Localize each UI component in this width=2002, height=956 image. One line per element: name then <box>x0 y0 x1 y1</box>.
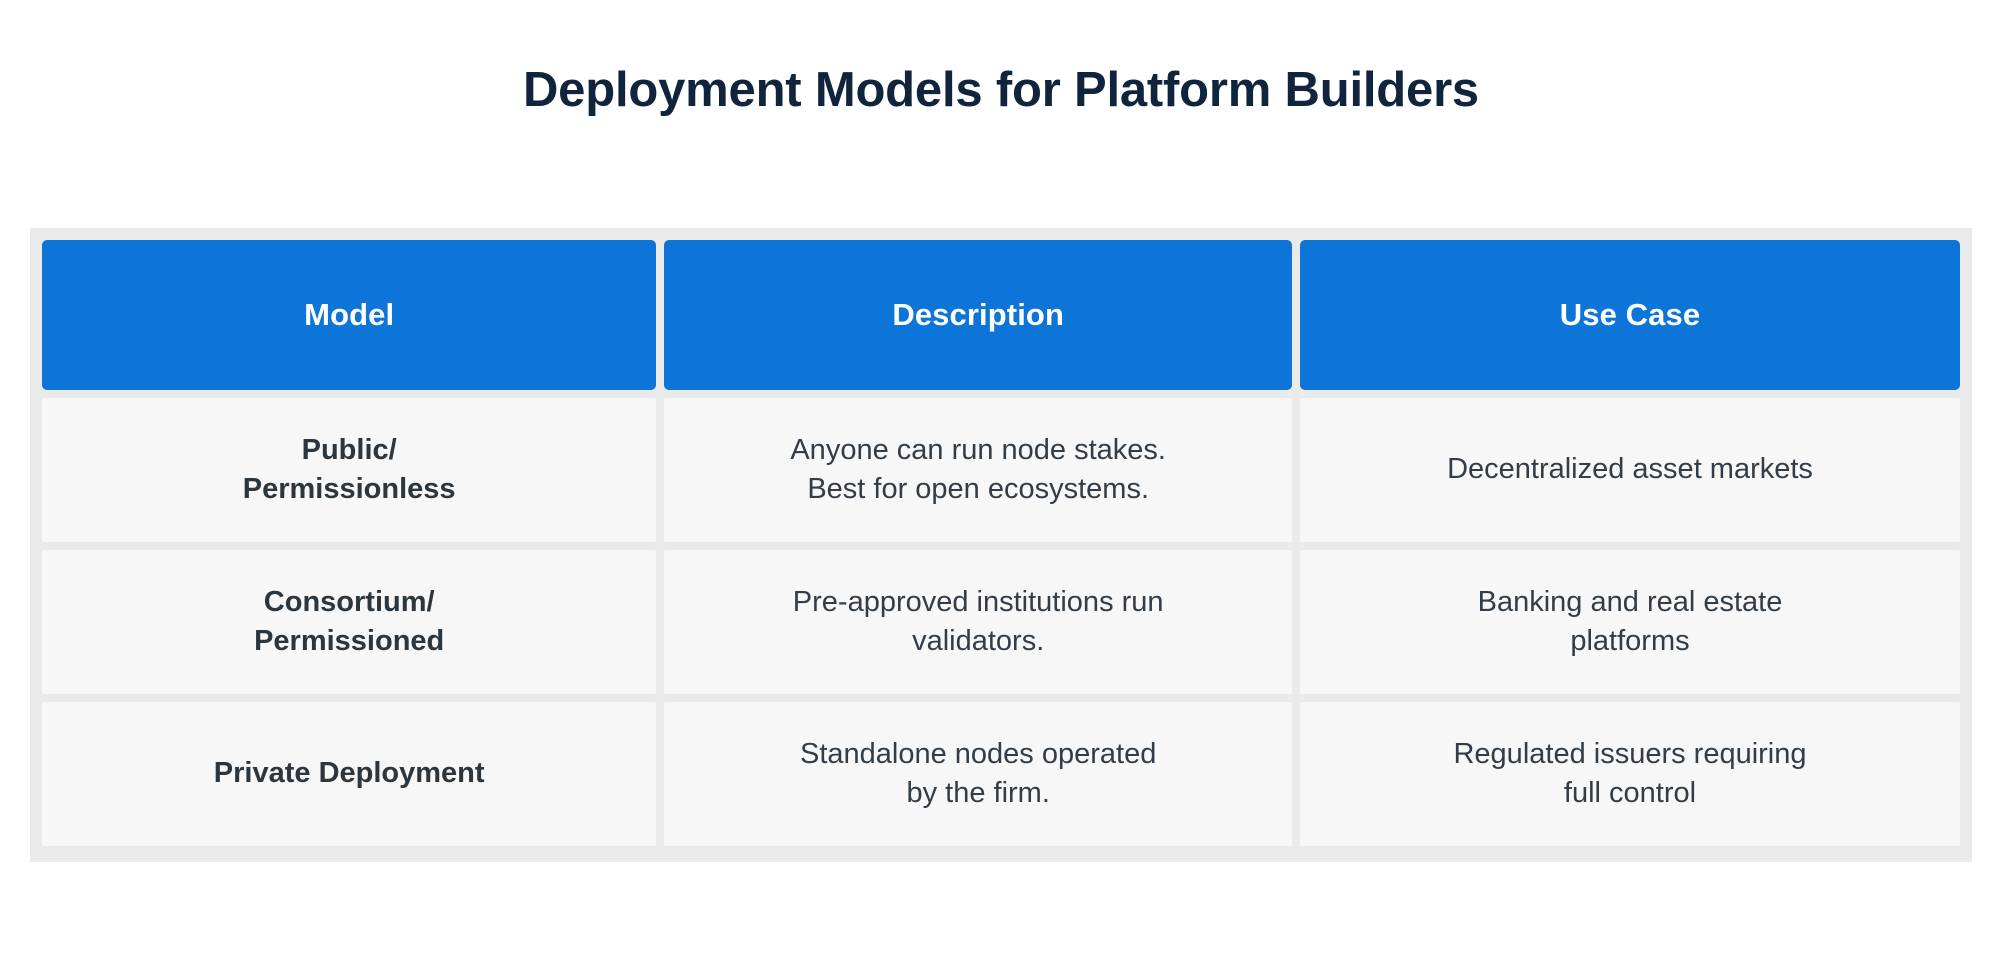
cell-use-case: Decentralized asset markets <box>1300 398 1960 542</box>
cell-description: Anyone can run node stakes. Best for ope… <box>664 398 1292 542</box>
cell-model: Public/ Permissionless <box>42 398 657 542</box>
table-row: Consortium/ Permissioned Pre-approved in… <box>42 550 1960 694</box>
cell-model-text: Public/ Permissionless <box>242 433 456 505</box>
cell-description-text: Pre-approved institutions run validators… <box>792 585 1164 657</box>
table-header-row: Model Description Use Case <box>42 240 1960 390</box>
cell-model-text: Consortium/ Permissioned <box>254 585 445 657</box>
cell-model: Consortium/ Permissioned <box>42 550 657 694</box>
column-header-model: Model <box>42 240 657 390</box>
table-row: Public/ Permissionless Anyone can run no… <box>42 398 1960 542</box>
column-header-description-label: Description <box>892 297 1064 332</box>
cell-model-text: Private Deployment <box>213 757 485 790</box>
comparison-table: Model Description Use Case Public/ Permi… <box>34 232 1968 854</box>
cell-description: Standalone nodes operated by the firm. <box>664 702 1292 846</box>
cell-use-case-text: Decentralized asset markets <box>1447 453 1813 486</box>
cell-use-case: Regulated issuers requiring full control <box>1300 702 1960 846</box>
cell-description: Pre-approved institutions run validators… <box>664 550 1292 694</box>
page-title: Deployment Models for Platform Builders <box>522 63 1479 117</box>
cell-model: Private Deployment <box>42 702 657 846</box>
cell-description-text: Anyone can run node stakes. Best for ope… <box>790 433 1166 505</box>
column-header-description: Description <box>664 240 1292 390</box>
cell-use-case-text: Banking and real estate platforms <box>1477 585 1783 657</box>
column-header-model-label: Model <box>304 297 395 332</box>
cell-description-text: Standalone nodes operated by the firm. <box>799 737 1157 809</box>
cell-use-case-text: Regulated issuers requiring full control <box>1453 737 1807 809</box>
column-header-use-case-label: Use Case <box>1559 297 1701 332</box>
table-row: Private Deployment Standalone nodes oper… <box>42 702 1960 846</box>
column-header-use-case: Use Case <box>1300 240 1960 390</box>
comparison-table-container: Model Description Use Case Public/ Permi… <box>30 228 1972 862</box>
cell-use-case: Banking and real estate platforms <box>1300 550 1960 694</box>
